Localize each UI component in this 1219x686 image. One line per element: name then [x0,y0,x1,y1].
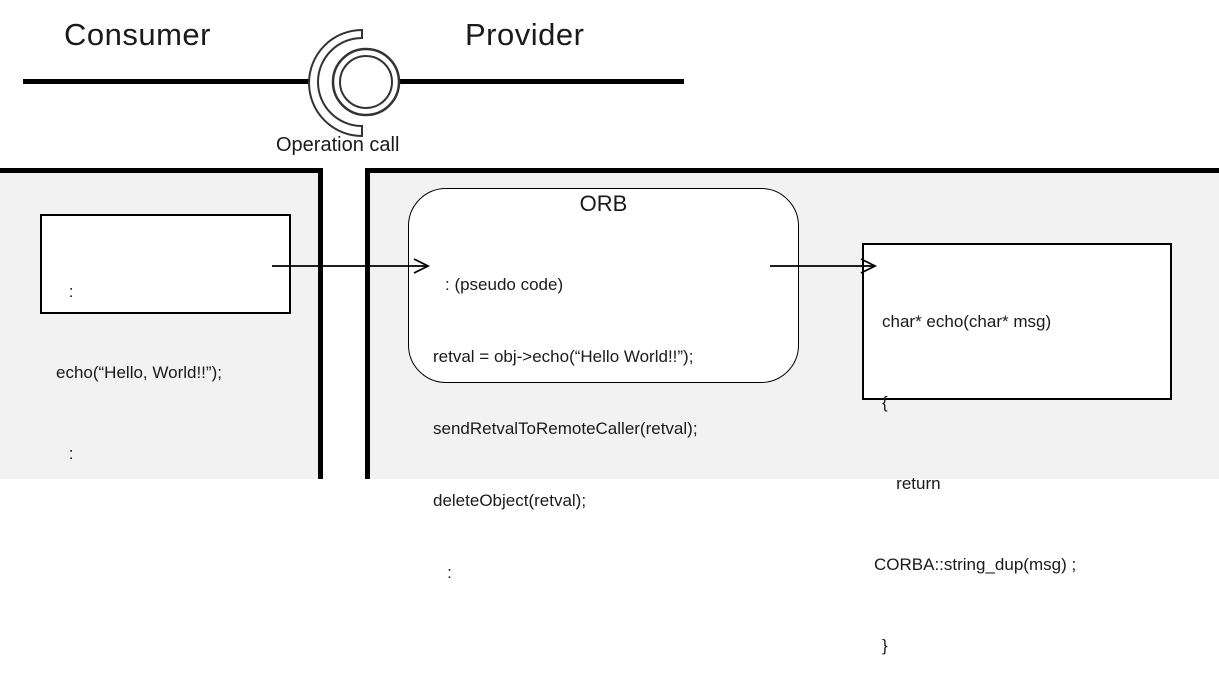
provider-heading: Provider [465,17,585,52]
orb-code-line: sendRetvalToRemoteCaller(retval); [433,419,698,438]
arrow-consumer-to-orb [272,258,431,274]
consumer-code-box: : echo(“Hello, World!!”); : [40,214,291,463]
orb-code-line: deleteObject(retval); [433,491,587,510]
orb-code-line: : (pseudo code) [445,275,564,294]
consumer-code-line: : [64,282,74,301]
provider-code-line: CORBA::string_dup(msg) ; [874,555,1077,574]
provider-interface-line [395,79,684,84]
consumer-heading: Consumer [64,17,211,52]
provider-code-line: char* echo(char* msg) [882,312,1052,331]
provider-panel-top-border [365,168,1219,173]
consumer-panel-right-border [318,168,323,479]
arrow-orb-to-provider [770,258,878,274]
orb-code-line: retval = obj->echo(“Hello World!!”); [433,347,694,366]
orb-title: ORB [579,191,628,216]
call-arrows [272,258,878,274]
operation-call-label: Operation call [276,134,400,156]
consumer-interface-line [23,79,313,84]
consumer-code-line: echo(“Hello, World!!”); [56,363,222,382]
interface-lollipop [308,28,401,138]
consumer-code-line: : [64,444,74,463]
provider-code-line: { [882,393,888,412]
provider-panel-left-border [365,168,370,479]
provider-code-line: } [882,636,888,655]
consumer-panel-top-border [0,168,323,173]
orb-code-line: : [433,563,452,582]
socket-icon [308,28,363,138]
